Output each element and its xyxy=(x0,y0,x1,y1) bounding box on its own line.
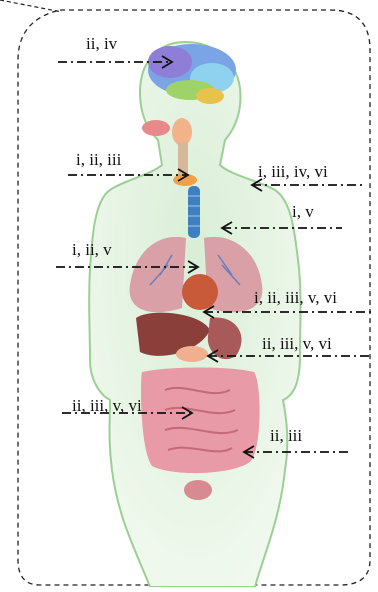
heart-illustration xyxy=(182,274,218,310)
label-thyroid: i, iii, iv, vi xyxy=(258,162,328,182)
label-lungs: i, ii, v xyxy=(72,240,112,260)
label-intestine: ii, iii, v, vi xyxy=(72,396,142,416)
label-brain: ii, iv xyxy=(86,34,117,54)
dashed-connector xyxy=(0,0,62,12)
trachea-illustration xyxy=(188,186,200,238)
label-liver-stomach: ii, iii, v, vi xyxy=(262,334,332,354)
label-trachea: i, v xyxy=(292,202,314,222)
label-heart: i, ii, iii, v, vi xyxy=(254,288,337,308)
label-lower-intestine: ii, iii xyxy=(270,426,302,446)
label-throat: i, ii, iii xyxy=(76,150,121,170)
